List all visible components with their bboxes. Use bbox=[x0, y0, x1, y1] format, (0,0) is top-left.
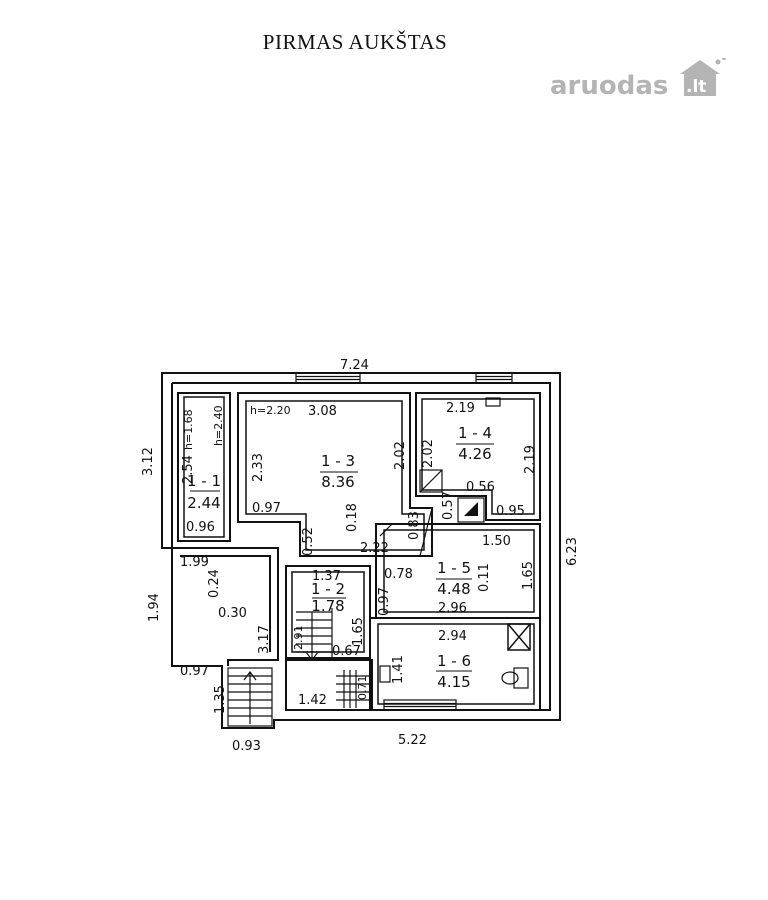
dim-label: 0.11 bbox=[477, 563, 492, 592]
windows bbox=[295, 372, 513, 711]
dim-label: 2.94 bbox=[438, 629, 467, 644]
room-id: 1 - 4 bbox=[458, 424, 492, 442]
dim-label: 0.83 bbox=[407, 511, 422, 540]
room-id: 1 - 1 bbox=[187, 472, 221, 490]
dim-label: 0.97 bbox=[180, 664, 209, 679]
dim-label: 1.65 bbox=[351, 617, 366, 646]
dim-label: 0.67 bbox=[332, 644, 361, 659]
room-area: 4.48 bbox=[437, 580, 470, 598]
room-area: 8.36 bbox=[321, 473, 354, 491]
aruodas-watermark: aruodas .lt bbox=[550, 58, 726, 101]
dim-label: 2.54 bbox=[181, 455, 196, 484]
room-area: 2.44 bbox=[187, 494, 220, 512]
dim-label: 0.52 bbox=[301, 527, 316, 556]
dim-label: 2.22 bbox=[360, 541, 389, 556]
dim-label: 1.99 bbox=[180, 555, 209, 570]
room-1-2-walls bbox=[285, 565, 371, 659]
dim-label: 3.08 bbox=[308, 404, 337, 419]
dim-label: 3.17 bbox=[257, 625, 272, 654]
room-1-1-walls bbox=[177, 392, 231, 542]
dim-label: 7.24 bbox=[340, 358, 369, 373]
room-id: 1 - 3 bbox=[321, 452, 355, 470]
room-area: 4.15 bbox=[437, 673, 470, 691]
dim-label: 1.37 bbox=[312, 569, 341, 584]
room-area: 1.78 bbox=[311, 597, 344, 615]
dim-label: 2.02 bbox=[393, 441, 408, 470]
dim-label: 0.97 bbox=[377, 587, 392, 616]
dim-label: 0.30 bbox=[218, 606, 247, 621]
dim-label: 0.96 bbox=[186, 520, 215, 535]
dim-label: 2.33 bbox=[251, 453, 266, 482]
dim-label: 6.23 bbox=[565, 537, 580, 566]
dim-label: 2.19 bbox=[523, 445, 538, 474]
dim-label: 2.96 bbox=[438, 601, 467, 616]
room-1-6-walls bbox=[369, 617, 541, 711]
dim-label: 0.97 bbox=[252, 501, 281, 516]
room-id: 1 - 6 bbox=[437, 652, 471, 670]
toilet-icon bbox=[501, 667, 529, 689]
hall-walls bbox=[172, 547, 279, 666]
dim-label: h=1.68 bbox=[182, 409, 195, 450]
boiler-icon bbox=[419, 469, 443, 493]
dim-label: 3.12 bbox=[141, 447, 156, 476]
dim-label: 2.02 bbox=[421, 439, 436, 468]
dim-label: 0.57 bbox=[441, 491, 456, 520]
stairs-inner bbox=[296, 608, 370, 708]
watermark-suffix: .lt bbox=[686, 77, 706, 97]
dim-label: 2.19 bbox=[446, 401, 475, 416]
dim-label: 1.65 bbox=[521, 561, 536, 590]
stove-icon bbox=[457, 497, 485, 523]
dim-label: 0.56 bbox=[466, 480, 495, 495]
dim-label: 0.95 bbox=[496, 504, 525, 519]
room-1-3-walls bbox=[237, 392, 433, 557]
house-logo-icon: .lt bbox=[680, 58, 726, 97]
plan-title: PIRMAS AUKŠTAS bbox=[262, 30, 448, 54]
watermark-text: aruodas bbox=[550, 71, 668, 101]
dim-label: h=2.40 bbox=[212, 405, 225, 446]
vent-icon bbox=[507, 623, 531, 651]
dim-label: 0.71 bbox=[356, 676, 369, 701]
dim-label: 5.22 bbox=[398, 733, 427, 748]
room-id: 1 - 5 bbox=[437, 559, 471, 577]
dim-label: 1.94 bbox=[147, 593, 162, 622]
room-1-4-walls bbox=[415, 392, 541, 521]
dim-label: 0.78 bbox=[384, 567, 413, 582]
dim-label: 1.42 bbox=[298, 693, 327, 708]
dim-label: 1.41 bbox=[391, 655, 406, 684]
outer-wall bbox=[161, 372, 561, 729]
room-id: 1 - 2 bbox=[311, 580, 345, 598]
room-area: 4.26 bbox=[458, 445, 491, 463]
dim-label: 1.35 bbox=[213, 685, 228, 714]
dim-label: 1.50 bbox=[482, 534, 511, 549]
dim-label: 0.93 bbox=[232, 739, 261, 754]
dim-label: h=2.20 bbox=[250, 404, 291, 417]
sink-icon bbox=[485, 397, 501, 407]
dim-label: 0.24 bbox=[207, 569, 222, 598]
stairs-left bbox=[227, 667, 273, 727]
dim-label: 2.91 bbox=[292, 626, 305, 651]
dim-label: 0.18 bbox=[345, 503, 360, 532]
